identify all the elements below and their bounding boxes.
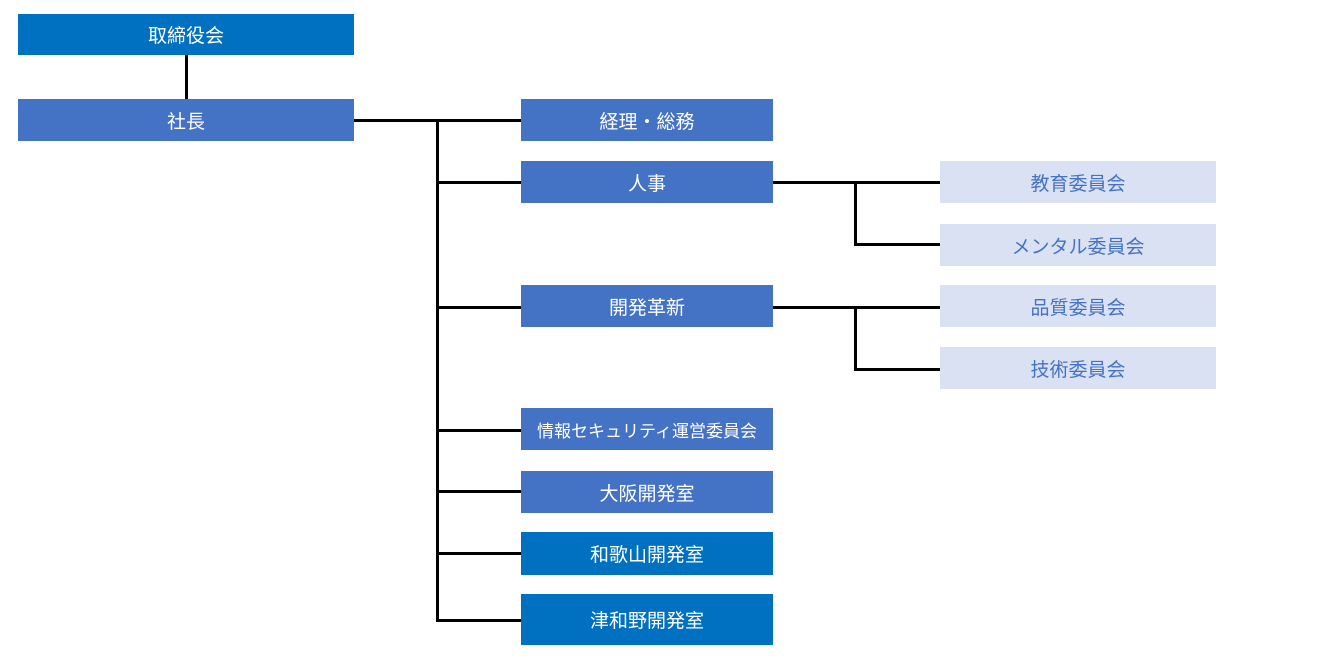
hr-box: 人事 xyxy=(521,161,773,203)
board-box: 取締役会 xyxy=(18,14,354,55)
mental-committee-box: メンタル委員会 xyxy=(940,224,1216,266)
connector-dev-technology xyxy=(854,368,940,371)
president-box: 社長 xyxy=(18,99,354,141)
education-committee-box: 教育委員会 xyxy=(940,161,1216,203)
wakayama-box: 和歌山開発室 xyxy=(521,532,773,575)
connector-branch-development xyxy=(436,306,521,309)
tsuwano-box: 津和野開発室 xyxy=(521,594,773,645)
connector-hr-mental xyxy=(854,243,940,246)
connector-hr-vertical xyxy=(854,181,857,246)
accounting-box: 経理・総務 xyxy=(521,99,773,141)
quality-committee-box: 品質委員会 xyxy=(940,285,1216,327)
infosec-committee-box: 情報セキュリティ運営委員会 xyxy=(521,408,773,450)
connector-branch-hr xyxy=(436,181,521,184)
connector-president-trunk xyxy=(354,119,439,122)
connector-dev-vertical xyxy=(854,306,857,371)
connector-branch-wakayama xyxy=(436,552,521,555)
connector-branch-accounting xyxy=(436,119,521,122)
connector-branch-osaka xyxy=(436,490,521,493)
connector-branch-tsuwano xyxy=(436,619,521,622)
development-box: 開発革新 xyxy=(521,285,773,327)
connector-board-president xyxy=(185,55,188,99)
osaka-box: 大阪開発室 xyxy=(521,471,773,513)
connector-branch-infosec xyxy=(436,429,521,432)
technology-committee-box: 技術委員会 xyxy=(940,347,1216,389)
connector-trunk-vertical xyxy=(436,119,439,622)
